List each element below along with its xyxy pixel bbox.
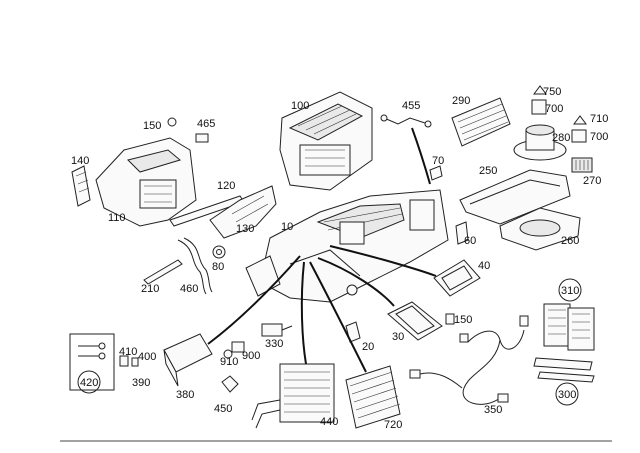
callout-label: 420 — [80, 377, 98, 389]
part-30-gasket — [387, 301, 443, 341]
part-350-harness — [409, 315, 529, 405]
part-420-bolts — [69, 333, 115, 391]
part-330-actuator — [261, 323, 293, 337]
part-140-bracket — [71, 165, 91, 207]
callout-circle-310 — [558, 278, 582, 302]
part-20-clip — [345, 321, 361, 343]
callout-label: 100 — [291, 100, 309, 112]
part-720-evaporator — [345, 365, 401, 429]
callout-label: 140 — [71, 155, 89, 167]
part-260-tray — [499, 207, 581, 251]
callout-label: 150 — [143, 120, 161, 132]
callout-label: 290 — [452, 95, 470, 107]
part-460-hose — [177, 237, 213, 295]
callout-label: 40 — [478, 260, 490, 272]
part-465-clip — [195, 133, 209, 143]
callout-label: 700 — [545, 103, 563, 115]
part-910-sensor — [223, 349, 233, 359]
part-100-upper-housing — [279, 91, 373, 191]
part-60-bracket — [455, 221, 469, 245]
part-270-resistor — [571, 157, 593, 173]
part-900-sensor — [231, 341, 245, 353]
callout-label: 270 — [583, 175, 601, 187]
callout-label: 390 — [132, 377, 150, 389]
part-210-strip — [143, 259, 183, 285]
callout-label: 130 — [236, 223, 254, 235]
callout-label: 80 — [212, 261, 224, 273]
part-110-housing — [95, 137, 197, 227]
part-710-700-sensor — [571, 115, 587, 143]
callout-label: 720 — [384, 419, 402, 431]
callout-circle-420 — [77, 370, 101, 394]
callout-label: 10 — [281, 221, 293, 233]
callout-label: 910 — [220, 356, 238, 368]
part-455-tube — [380, 114, 432, 128]
callout-label: 150 — [454, 314, 472, 326]
callout-label: 260 — [561, 235, 579, 247]
callout-label: 70 — [432, 155, 444, 167]
callout-circle-300 — [555, 382, 579, 406]
callout-labels: 100 455 290 750 700 710 700 280 270 150 … — [71, 86, 608, 431]
part-250-blower-housing — [459, 169, 571, 225]
callout-label: 465 — [197, 118, 215, 130]
part-120-130-flap — [169, 185, 277, 239]
callout-label: 280 — [552, 132, 570, 144]
callout-label: 410 — [119, 346, 137, 358]
callout-label: 250 — [479, 165, 497, 177]
part-380-cover — [163, 333, 213, 387]
part-450-grommet — [221, 375, 239, 393]
callout-label: 400 — [138, 351, 156, 363]
callout-label: 455 — [402, 100, 420, 112]
callout-label: 110 — [108, 212, 126, 224]
part-150-clip — [167, 117, 177, 127]
leader-lines — [207, 127, 437, 373]
callout-label: 750 — [543, 86, 561, 98]
part-440-heater-core — [251, 363, 335, 429]
callout-label: 380 — [176, 389, 194, 401]
callout-label: 700 — [590, 131, 608, 143]
part-80-grommet — [212, 245, 226, 259]
part-410-400-clips — [119, 355, 139, 367]
part-280-blower — [513, 124, 567, 161]
part-750-700-sensor — [531, 85, 547, 115]
callout-label: 60 — [464, 235, 476, 247]
callout-label: 710 — [590, 113, 608, 125]
callout-label: 120 — [217, 180, 235, 192]
callout-label: 330 — [265, 338, 283, 350]
callout-label: 310 — [561, 285, 579, 297]
part-310-filters — [543, 303, 595, 351]
callout-label: 210 — [141, 283, 159, 295]
callout-label: 350 — [484, 404, 502, 416]
part-10-main-module — [245, 189, 449, 303]
callout-label: 300 — [558, 389, 576, 401]
callout-label: 20 — [362, 341, 374, 353]
part-290-filter — [451, 97, 511, 147]
callout-label: 440 — [320, 416, 338, 428]
callout-label: 900 — [242, 350, 260, 362]
part-70-clip — [429, 165, 443, 181]
callout-label: 450 — [214, 403, 232, 415]
callout-label: 30 — [392, 331, 404, 343]
part-300-strips — [533, 357, 595, 383]
part-40-gasket — [433, 259, 481, 297]
callout-label: 460 — [180, 283, 198, 295]
part-150-grommet — [445, 313, 455, 325]
